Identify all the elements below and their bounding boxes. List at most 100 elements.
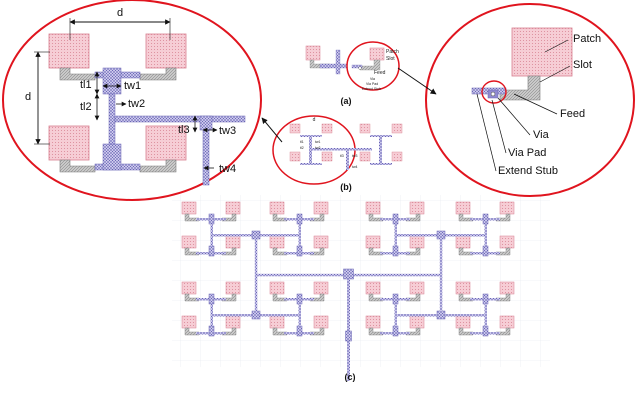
panel-a-feed-right	[351, 64, 363, 69]
panel-a-label-via: Via	[370, 77, 375, 81]
zoom-left-label-tw4: tw4	[219, 163, 236, 175]
zoom-left-label-tw1: tw1	[124, 80, 141, 92]
array-patch-58	[225, 315, 241, 329]
zoom-right-leader-via-pad	[491, 99, 507, 154]
array-stem-90	[394, 304, 397, 326]
array-patch-54	[225, 281, 241, 295]
panel-b-label-tw1: tw1	[315, 140, 321, 144]
array-stem-12	[210, 224, 213, 246]
panel-b-patch-4	[321, 151, 333, 162]
zoom-right-leader-via	[497, 97, 531, 136]
panel-b-label-tl1: tl1	[300, 140, 304, 144]
panel-a-label-feed: Feed	[374, 70, 386, 76]
array-transformer-63	[208, 325, 215, 337]
zoom-right-label-patch: Patch	[573, 33, 601, 45]
zoom-right-label-slot: Slot	[573, 59, 592, 71]
panel-b-label-tl2: tl2	[300, 146, 304, 150]
zoom-left-label-tw3: tw3	[219, 125, 236, 137]
zoom-left-label-tl1: tl1	[80, 79, 92, 91]
array-transformer-50	[482, 245, 489, 257]
array-transformer-75	[296, 293, 303, 305]
panel-b-label-tl3: tl3	[340, 154, 344, 158]
zoom-right-label-feed: Feed	[560, 108, 585, 120]
panel-a: Patch Slot Feed Via Via Pad Extend Stub …	[305, 41, 400, 106]
array-patch-32	[409, 235, 425, 249]
panel-b-patch-5	[359, 123, 371, 134]
panel-b-patch-8	[391, 151, 403, 162]
array-transformer-101	[482, 293, 489, 305]
array-patch-4	[181, 235, 197, 249]
panel-b-patch-2	[321, 123, 333, 134]
panel-b-drop	[346, 150, 349, 170]
array-patch-91	[455, 281, 471, 295]
array-vlink-113	[439, 235, 443, 315]
array-patch-41	[499, 201, 515, 215]
array-patch-56	[181, 315, 197, 329]
zoom-left-patch-bl	[48, 125, 90, 161]
zoom-left-patch-tl	[48, 33, 90, 69]
zoom-left-transformer-top	[102, 67, 122, 95]
zoom-right-via-highlight	[481, 80, 507, 104]
zoom-right-leader-extend-stub	[476, 93, 497, 172]
panel-b-patch-7	[359, 151, 371, 162]
array-stem-64	[210, 304, 213, 326]
zoom-right-leader-patch	[544, 39, 569, 53]
array-patch-52	[181, 281, 197, 295]
panel-a-caption: (a)	[341, 96, 352, 106]
zoom-left-horizontal-line	[114, 115, 246, 123]
array-feedtaper-117	[345, 330, 352, 342]
zoom-left-patch-br	[145, 125, 187, 161]
panel-b-stem-r	[379, 135, 382, 165]
array-patch-71	[313, 315, 329, 329]
panel-b-stem	[309, 135, 312, 165]
zoom-left-label-tw2: tw2	[128, 98, 145, 110]
array-transformer-49	[482, 213, 489, 225]
zoom-left-transformer-bottom	[102, 143, 122, 171]
array-patch-30	[365, 235, 381, 249]
zoom-left-vertical-line	[108, 93, 116, 145]
zoom-right-group: Patch Slot Feed Via Via Pad Extend Stub	[425, 3, 635, 197]
zoom-right-leader-feed	[513, 93, 558, 115]
panel-b-caption: (b)	[340, 182, 352, 192]
array-patch-43	[455, 235, 471, 249]
panel-b-label-tw2: tw2	[315, 146, 321, 150]
array-patch-80	[409, 281, 425, 295]
panel-b-patch-3	[289, 151, 301, 162]
panel-b-label-d: d	[313, 117, 316, 123]
panel-a-patch-right	[369, 47, 385, 61]
zoom-left-label-d-h: d	[117, 7, 123, 19]
panel-b: d tl1 tw1 tl2 tw2 tl3 tw3 tw4 (b)	[272, 115, 403, 192]
zoom-right-leader-slot	[539, 65, 571, 83]
panel-a-via	[358, 66, 362, 70]
array-patch-2	[225, 201, 241, 215]
panel-b-label-tw3: tw3	[352, 154, 358, 158]
array-center-115	[343, 268, 354, 280]
panel-b-label-tw4: tw4	[352, 165, 358, 169]
zoom-right-label-extend-stub: Extend Stub	[498, 165, 558, 177]
array-patch-6	[225, 235, 241, 249]
array-transformer-36	[392, 213, 399, 225]
panel-a-label-slot: Slot	[386, 56, 395, 62]
panel-a-patch-left	[305, 45, 321, 61]
array-transformer-23	[296, 213, 303, 225]
arrow-to-zoom-right	[397, 67, 437, 95]
panel-a-label-patch: Patch	[386, 49, 399, 55]
panel-a-slot-right	[359, 59, 381, 71]
panel-c-array	[181, 201, 515, 381]
zoom-left-label-d-v: d	[25, 91, 31, 103]
array-patch-69	[269, 315, 285, 329]
array-patch-0	[181, 201, 197, 215]
array-transformer-62	[208, 293, 215, 305]
array-transformer-11	[208, 245, 215, 257]
zoom-left-group: d d tl1 tl2 tw1 tw2 tl3 tw3 tw4	[2, 0, 262, 201]
array-patch-65	[269, 281, 285, 295]
array-patch-93	[499, 281, 515, 295]
panel-b-patch-1	[289, 123, 301, 134]
panel-a-stem	[335, 49, 341, 75]
array-patch-17	[269, 235, 285, 249]
panel-b-trunk	[312, 148, 372, 151]
array-transformer-88	[392, 293, 399, 305]
array-transformer-89	[392, 325, 399, 337]
zoom-right-label-via-pad: Via Pad	[508, 147, 546, 159]
